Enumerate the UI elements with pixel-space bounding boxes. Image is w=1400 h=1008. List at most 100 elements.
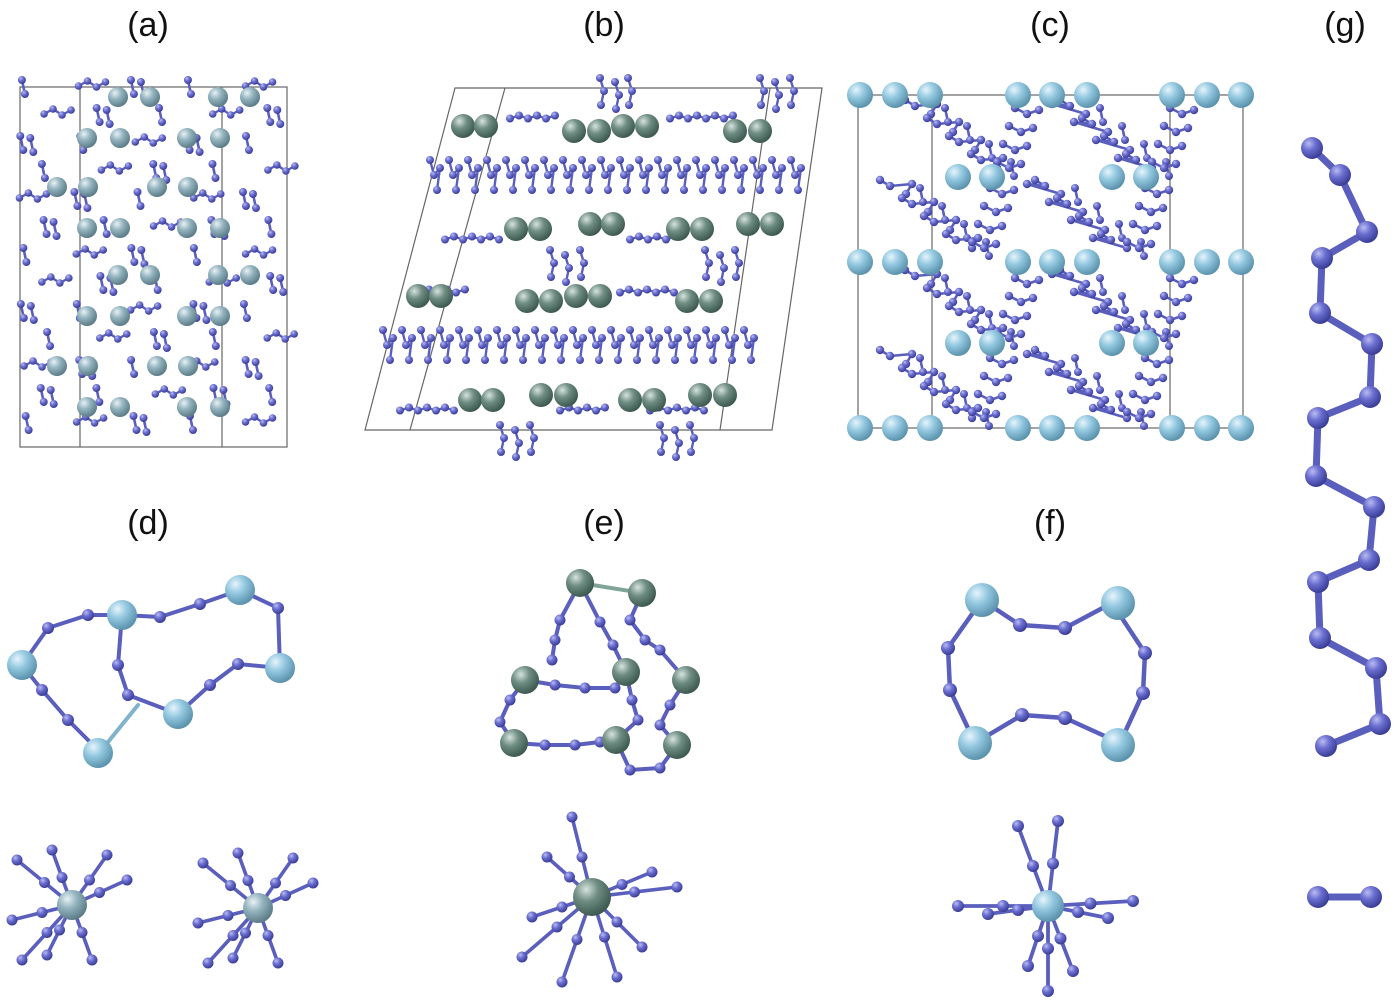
nitrogen-atom [985,422,993,430]
nitrogen-atom [49,105,57,113]
nitrogen-atom [564,871,575,883]
nitrogen-atom [39,398,48,406]
metal-atom [882,415,908,441]
nitrogen-atom [661,285,669,294]
nitrogen-atom [702,164,710,172]
metal-atom [1074,249,1100,275]
structure-panel-a [15,76,299,436]
nitrogen-atom [486,232,494,241]
nitrogen-atom [644,235,652,244]
metal-atom [1159,415,1185,441]
metal-atom [760,212,784,236]
nitrogen-atom [430,171,438,179]
nitrogen-atom [1128,219,1138,229]
nitrogen-atom [242,314,251,322]
nitrogen-atom [664,699,676,711]
nitrogen-atom [592,406,600,415]
nitrogen-atom [266,118,275,126]
metal-atom [225,575,255,605]
nitrogen-atom [198,189,207,197]
metal-atom [917,249,943,275]
nitrogen-atom [787,101,795,109]
nitrogen-atom [595,356,603,364]
nitrogen-atom [985,395,995,405]
nitrogen-atom [483,156,491,164]
nitrogen-atom [1309,302,1331,324]
nitrogen-atom [1099,288,1107,296]
nitrogen-atom [282,167,290,175]
nitrogen-atom [519,356,527,364]
nitrogen-atom [1128,389,1138,399]
nitrogen-atom [634,288,642,297]
nitrogen-atom [573,341,581,349]
nitrogen-atom [515,111,523,120]
nitrogen-atom [1052,193,1062,203]
nitrogen-atom [683,164,691,172]
nitrogen-atom [49,218,58,226]
nitrogen-atom [36,684,48,696]
nitrogen-atom [465,334,473,342]
nitrogen-atom [740,326,748,334]
nitrogen-atom [1022,349,1032,359]
nitrogen-atom [731,334,739,342]
nitrogen-atom [734,171,742,179]
metal-atom [628,579,656,607]
nitrogen-atom [202,957,214,969]
nitrogen-atom [1140,140,1148,148]
nitrogen-atom [42,622,54,634]
nitrogen-atom [1171,329,1181,339]
nitrogen-atom [307,877,319,889]
metal-atom [666,217,690,241]
metal-atom [77,218,97,238]
nitrogen-atom [83,204,92,212]
nitrogen-atom [464,156,472,164]
metal-atom [713,383,737,407]
metal-atom [1005,249,1031,275]
nitrogen-atom [985,252,993,260]
nitrogen-atom [139,414,148,422]
nitrogen-atom [509,186,517,194]
nitrogen-atom [547,273,555,281]
nitrogen-atom [750,334,758,342]
nitrogen-atom [264,166,272,174]
nitrogen-atom [1363,496,1385,518]
nitrogen-atom [1003,203,1013,213]
nitrogen-atom [760,87,768,95]
nitrogen-atom [1118,292,1126,300]
nitrogen-atom [216,190,225,198]
nitrogen-atom [126,76,135,84]
nitrogen-atom [544,171,552,179]
metal-atom [481,388,505,412]
nitrogen-atom [709,356,717,364]
nitrogen-atom [624,74,632,82]
nitrogen-atom [997,359,1007,369]
nitrogen-atom [74,82,83,90]
nitrogen-atom [565,264,573,272]
nitrogen-atom [1165,273,1175,283]
nitrogen-atom [269,286,278,294]
nitrogen-atom [24,189,33,197]
nitrogen-atom [540,156,548,164]
nitrogen-atom [757,101,765,109]
nitrogen-atom [654,156,662,164]
metal-atom [1228,415,1254,441]
nitrogen-atom [192,917,204,929]
nitrogen-atom [721,326,729,334]
nitrogen-atom [1307,407,1329,429]
nitrogen-atom [272,602,284,614]
nitrogen-atom [1171,297,1181,307]
nitrogen-atom [1010,315,1020,325]
nitrogen-atom [142,428,151,436]
nitrogen-atom [263,334,272,342]
nitrogen-atom [1093,372,1101,380]
nitrogen-atom [954,117,964,127]
nitrogen-atom [272,329,281,337]
nitrogen-atom [90,419,99,427]
nitrogen-atom [291,162,299,170]
nitrogen-atom [1177,109,1187,119]
nitrogen-atom [682,406,690,415]
nitrogen-atom [67,106,75,114]
metal-atom [1133,164,1159,190]
nitrogen-atom [41,949,53,961]
nitrogen-atom [204,679,216,691]
